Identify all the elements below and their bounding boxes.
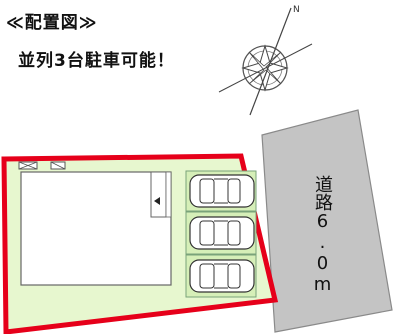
building-footprint [20, 171, 172, 286]
car-1 [189, 174, 255, 208]
road-label: 道路6.0m [312, 175, 333, 295]
utility-markers [18, 161, 66, 170]
parking-note: 並列3台駐車可能！ [18, 51, 175, 71]
car-2 [189, 216, 255, 250]
compass-icon: N [218, 5, 313, 116]
entrance [150, 171, 172, 218]
road [261, 109, 393, 333]
north-label: N [293, 5, 300, 15]
diagram-title: ≪配置図≫ [6, 13, 98, 33]
car-3 [189, 259, 255, 293]
